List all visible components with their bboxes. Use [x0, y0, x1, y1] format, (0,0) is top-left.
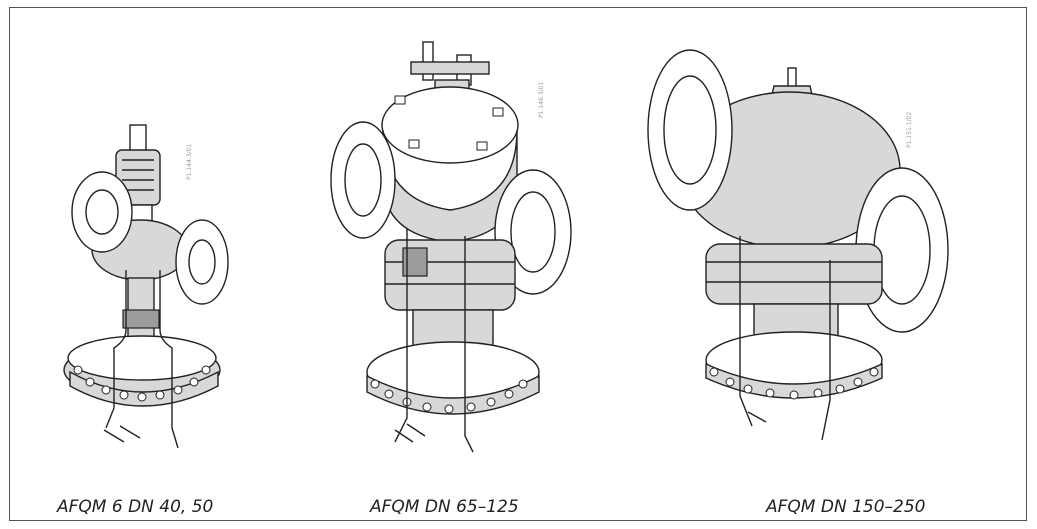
valve-large-drawing — [647, 49, 949, 441]
figure-caption: AFQM 6 DN 40, 50 — [57, 497, 214, 517]
drawing-code: P1.146.3/01 — [538, 81, 545, 118]
figure-caption: AFQM DN 150–250 — [766, 497, 926, 517]
valve-medium-drawing — [330, 41, 572, 453]
valve-small-drawing — [63, 124, 229, 449]
drawing-code: P1.151.1/02 — [906, 111, 913, 148]
figure-caption: AFQM DN 65–125 — [370, 497, 519, 517]
drawing-code: P1.144.3/01 — [186, 143, 193, 180]
